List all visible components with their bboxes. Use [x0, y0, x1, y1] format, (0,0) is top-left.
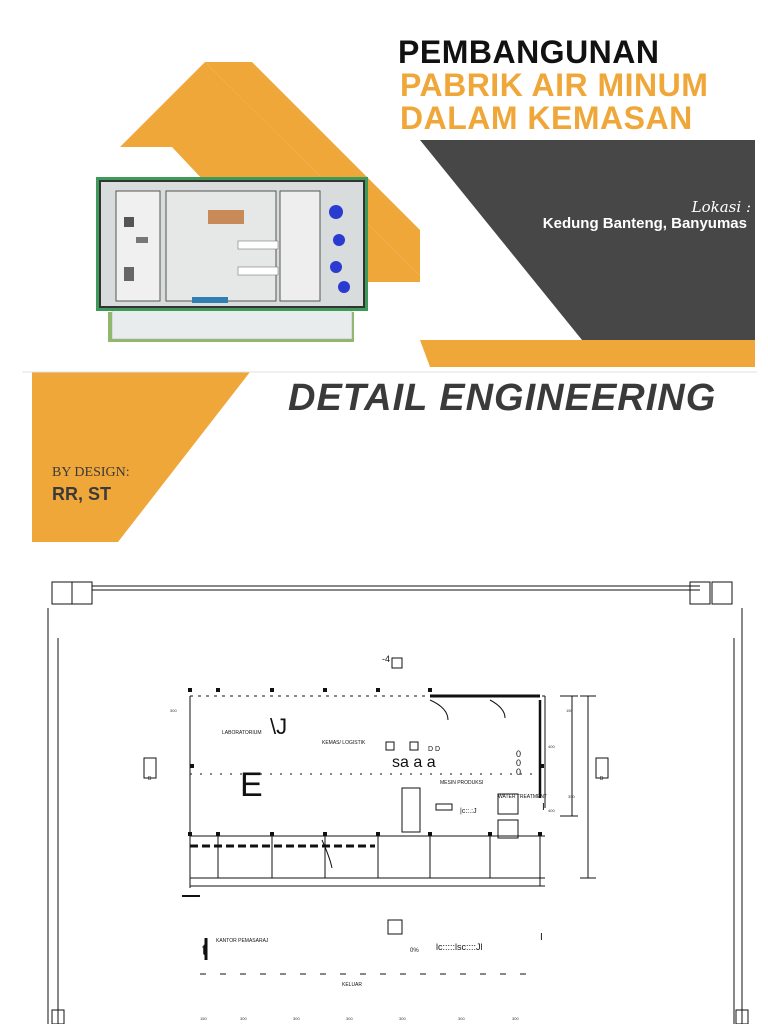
mark-i-lower: I [540, 932, 543, 943]
side-dim-4: 300 [170, 708, 177, 713]
orange-band [420, 340, 755, 367]
mark-i-right: I [542, 802, 545, 813]
bottom-dim-7: 300 [512, 1016, 519, 1021]
mark-dd: D D [428, 746, 441, 753]
bottom-dim-4: 300 [346, 1016, 353, 1021]
cover-frame: PEMBANGUNAN PABRIK AIR MINUM DALAM KEMAS… [22, 22, 757, 542]
room-kantor-pemasaran: KANTOR PEMASARAJ [216, 938, 269, 944]
room-water-treatment: WATER TREATMENT [498, 794, 547, 800]
top-marker: -4 [382, 654, 391, 664]
title-line-1: PEMBANGUNAN [398, 34, 660, 70]
mark-slash-j: \J [270, 714, 288, 739]
title-line-2: PABRIK AIR MINUM [400, 67, 709, 103]
cover-page: PEMBANGUNAN PABRIK AIR MINUM DALAM KEMAS… [22, 22, 757, 542]
bottom-dim-6: 300 [458, 1016, 465, 1021]
mark-t: t [202, 942, 207, 959]
floor-plan-page: -4 LABORATORIUM \J KEMAS/ LOGISTIK sa a … [0, 568, 768, 1024]
bottom-dim-5: 300 [399, 1016, 406, 1021]
side-dim-3: 400 [548, 808, 555, 813]
by-design-label: BY DESIGN: [52, 465, 130, 480]
location-value: Kedung Banteng, Banyumas [542, 215, 747, 232]
mark-zeros: 0 0 0 [516, 749, 522, 777]
side-dim-2: 400 [548, 744, 555, 749]
location-banner [420, 140, 755, 340]
axis-bubble-left: B [148, 776, 152, 782]
axis-bubble-right: B [600, 776, 604, 782]
mark-big-e: E [240, 766, 263, 804]
room-keluar: KELUAR [342, 982, 363, 988]
side-dim-1: 150 [566, 708, 573, 713]
bottom-dim-2: 300 [240, 1016, 247, 1021]
mark-sa-a-a: sa a a [392, 754, 436, 771]
mark-zero-pct: 0% [410, 948, 419, 954]
designer-name: RR, ST [52, 484, 112, 504]
room-laboratorium: LABORATORIUM [222, 730, 262, 736]
factory-render-image [96, 177, 368, 342]
bottom-dim-1: 150 [200, 1016, 207, 1021]
mark-dots-label: lc:::::lsc::::Jl [436, 942, 483, 952]
location-label: Lokasi : [691, 198, 751, 216]
room-mesin-produksi: MESIN PRODUKSI [440, 780, 484, 786]
mark-misc: |c::.:J [460, 808, 477, 815]
floor-plan-drawing [47, 581, 749, 1024]
room-kemasan-logistik: KEMAS/ LOGISTIK [322, 740, 366, 746]
subtitle-detail-engineering: DETAIL ENGINEERING [288, 377, 717, 419]
title-line-3: DALAM KEMASAN [400, 100, 693, 136]
corner-orange-block [32, 372, 250, 542]
side-dim-5: 350 [568, 794, 575, 799]
bottom-dim-3: 300 [293, 1016, 300, 1021]
